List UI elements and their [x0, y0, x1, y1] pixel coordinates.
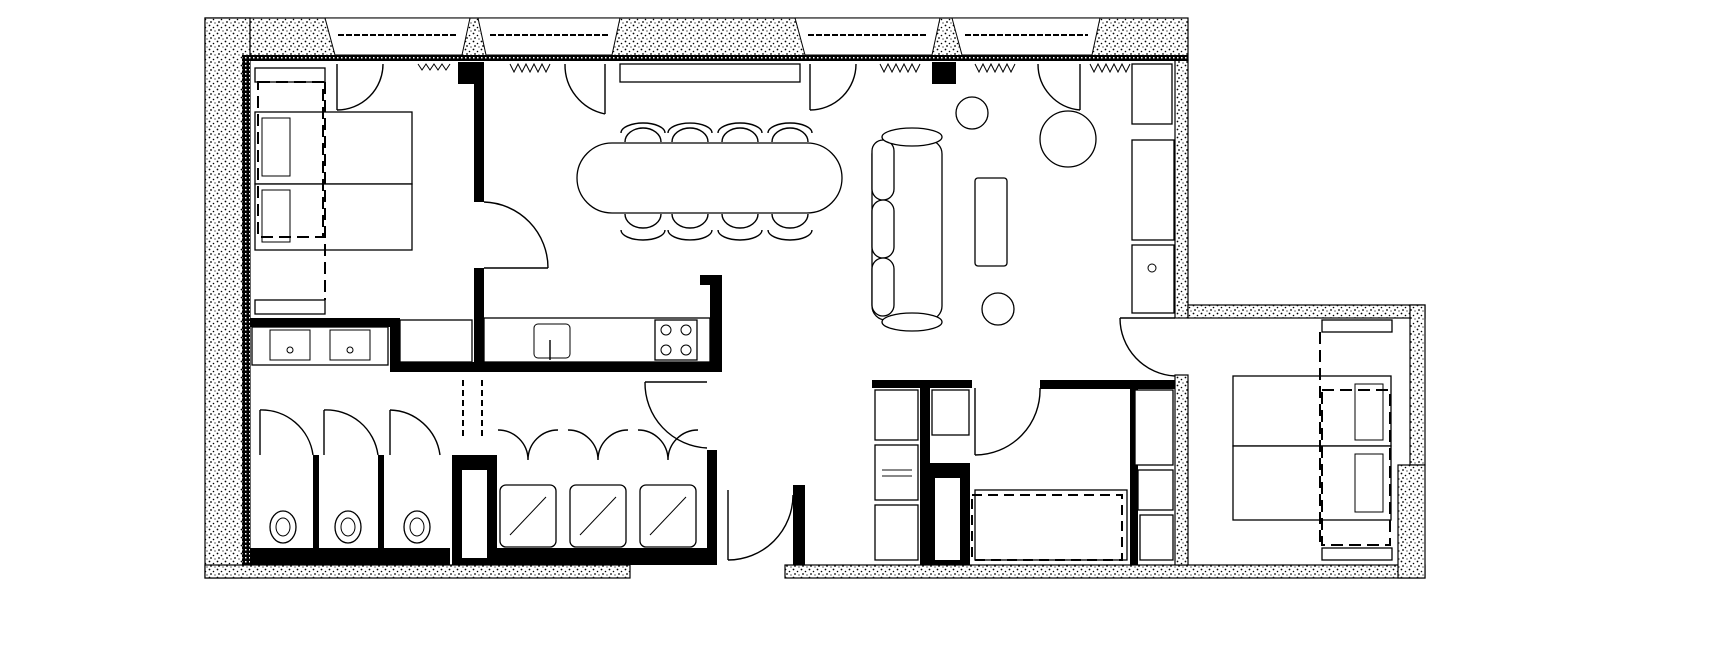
- shower-icon: [569, 484, 627, 548]
- window-icon: [477, 17, 621, 56]
- door-swing-icon: [564, 63, 606, 115]
- window-icon: [951, 17, 1101, 56]
- toilet-icon: [403, 510, 431, 544]
- storage: [874, 389, 1174, 561]
- door-swing-icon: [323, 409, 379, 456]
- door-swing-icon: [974, 387, 1041, 456]
- sink-icon: [269, 329, 311, 361]
- door-swing-icon: [1037, 63, 1081, 111]
- toilet-icon: [269, 510, 297, 544]
- shower-icon: [639, 484, 697, 548]
- coffee-table: [974, 177, 1008, 267]
- door-swing-icon: [637, 429, 699, 461]
- door-swing-icon: [1119, 317, 1176, 377]
- window-icon: [324, 17, 471, 56]
- doors: [259, 63, 1176, 561]
- window-icon: [794, 17, 941, 56]
- windows: [324, 17, 1173, 125]
- toilet-icon: [334, 510, 362, 544]
- door-swing-icon: [336, 63, 384, 111]
- chairs: [620, 122, 813, 241]
- bed-icon: [1232, 445, 1392, 521]
- door-swing-icon: [389, 409, 441, 456]
- door-swing-icon: [727, 490, 794, 561]
- door-swing-icon: [259, 409, 314, 456]
- dining-table-icon: [576, 142, 843, 214]
- stove-icon: [654, 319, 698, 361]
- sink-icon: [329, 329, 371, 361]
- door-swing-icon: [809, 63, 857, 111]
- dining-living: [576, 96, 1175, 332]
- kitchen: [251, 317, 711, 440]
- sofa-icon: [871, 127, 943, 332]
- bed-icon: [254, 183, 413, 251]
- bedroom-west: [254, 67, 413, 315]
- interior-walls: [250, 84, 1189, 566]
- shower-icon: [499, 484, 557, 548]
- door-swing-icon: [483, 201, 549, 269]
- bedroom-east: [1232, 319, 1393, 561]
- door-swing-icon: [644, 381, 708, 449]
- door-swing-icon: [497, 429, 559, 461]
- bed-icon: [1232, 375, 1392, 447]
- sink-icon: [533, 323, 571, 360]
- bed-icon: [254, 111, 413, 185]
- bathroom: [269, 484, 697, 548]
- door-swing-icon: [567, 429, 629, 461]
